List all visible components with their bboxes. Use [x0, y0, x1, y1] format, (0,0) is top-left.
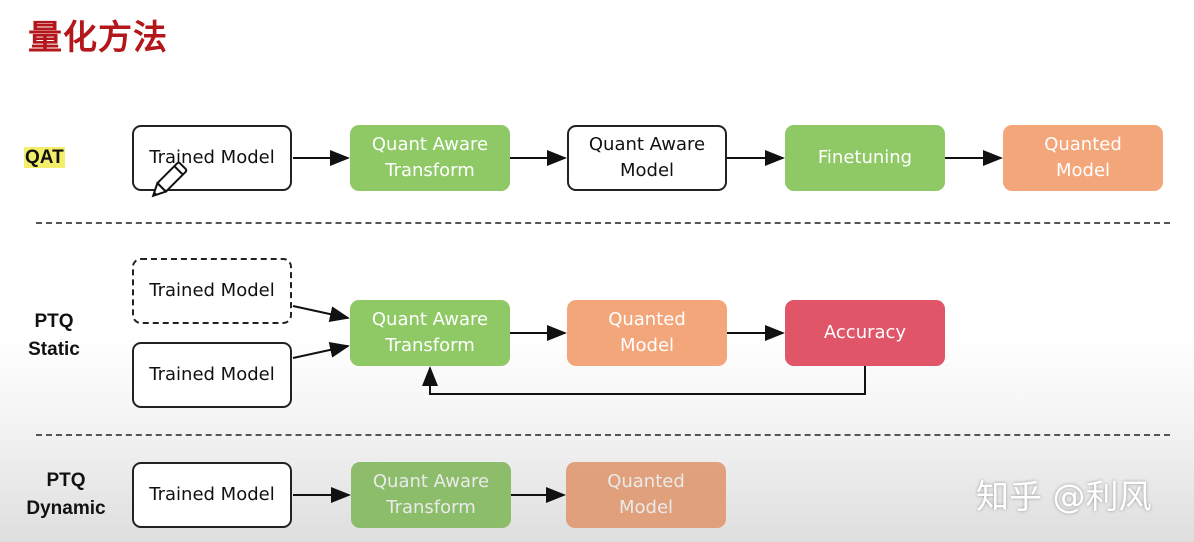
- static-arrow-dashed-in: [292, 305, 350, 322]
- static-arrow-trained-in: [292, 342, 350, 359]
- ptq-static-accuracy-box: Accuracy: [785, 300, 945, 366]
- page-title: 量化方法: [28, 18, 168, 58]
- qat-finetuning-box: Finetuning: [785, 125, 945, 191]
- separator-2: [36, 434, 1170, 436]
- ptq-static-trained-model-dashed-box: Trained Model: [132, 258, 292, 324]
- qat-trained-model-box: Trained Model: [132, 125, 292, 191]
- ptq-static-quanted-model-box: Quanted Model: [567, 300, 727, 366]
- qat-label: QAT: [24, 147, 65, 168]
- qat-quant-aware-model-box: Quant Aware Model: [567, 125, 727, 191]
- static-feedback-arrow: [422, 366, 866, 395]
- zhihu-watermark: 知乎 @利风: [976, 477, 1152, 516]
- pencil-icon: [151, 161, 188, 198]
- ptq-dynamic-quanted-model-box: Quanted Model: [566, 462, 726, 528]
- ptq-static-trained-model-box: Trained Model: [132, 342, 292, 408]
- ptq-dynamic-quant-aware-transform-box: Quant Aware Transform: [351, 462, 511, 528]
- ptq-dynamic-label: PTQ Dynamic: [26, 470, 106, 519]
- qat-quant-aware-transform-box: Quant Aware Transform: [350, 125, 510, 191]
- ptq-static-quant-aware-transform-box: Quant Aware Transform: [350, 300, 510, 366]
- qat-quanted-model-box: Quanted Model: [1003, 125, 1163, 191]
- separator-1: [36, 222, 1170, 224]
- ptq-dynamic-trained-model-box: Trained Model: [132, 462, 292, 528]
- ptq-static-label: PTQ Static: [28, 311, 80, 360]
